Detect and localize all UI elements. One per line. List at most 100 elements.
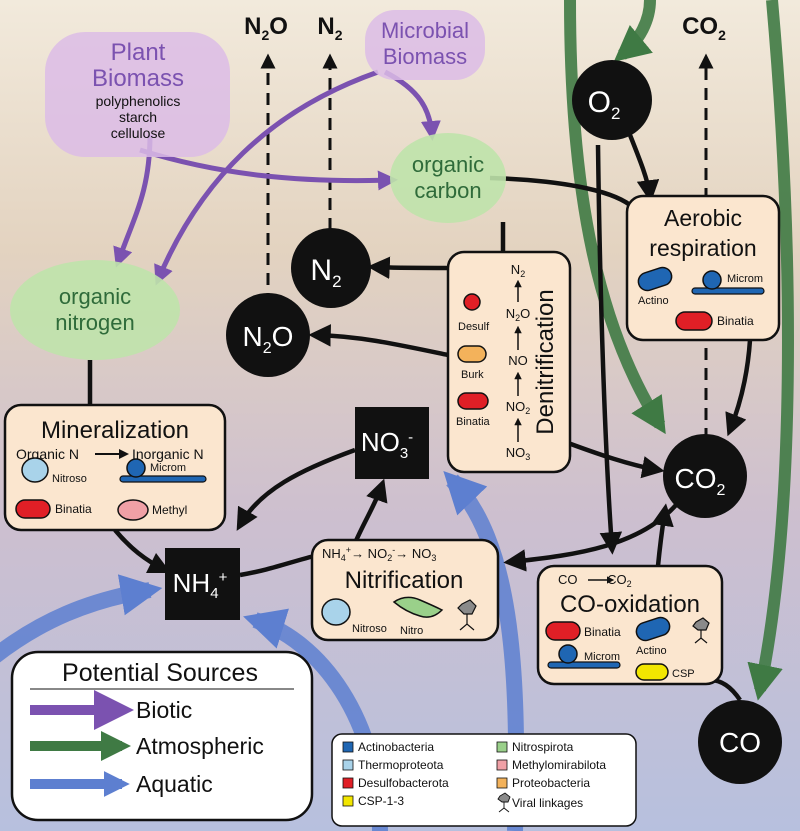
atmospheric-flow-co2 — [564, 0, 666, 435]
svg-text:CO: CO — [719, 727, 761, 758]
co2-top-label: CO2 — [682, 13, 726, 43]
nitr-taxon-nitro: Nitro — [400, 625, 423, 637]
legend-swatch-actinobacteria — [342, 741, 354, 753]
source-biotic: Biotic — [136, 697, 192, 723]
nitrification-reaction: NH4+→ NO2-→ NO3 — [322, 545, 436, 563]
denitrification-to-co2-arrow — [559, 437, 665, 479]
top-labels: N2O N2 CO2 — [244, 13, 726, 43]
desulf-icon — [463, 293, 481, 311]
legend-desulfobacterota: Desulfobacterota — [358, 776, 449, 790]
nitroso-icon — [21, 457, 49, 483]
atmospheric-flow-o2 — [613, 0, 656, 62]
legend-proteobacteria: Proteobacteria — [512, 776, 590, 790]
mineralization-box: Mineralization Organic N Inorganic N Nit… — [3, 403, 227, 532]
legend-nitrospirota: Nitrospirota — [512, 740, 574, 754]
organic-carbon-label: organic — [412, 152, 484, 177]
co2-to-nitrification-arrow — [503, 503, 678, 572]
nitrification-box: NH4+→ NO2-→ NO3 Nitrification Nitroso Ni… — [310, 538, 500, 642]
csp-icon — [635, 663, 669, 681]
plant-to-carbon-arrow — [139, 147, 398, 191]
chain-n2o: N2O — [506, 306, 531, 323]
co-taxon-csp: CSP — [672, 668, 695, 680]
co-node: CO — [698, 700, 782, 784]
microm-icon-base-min — [119, 475, 207, 483]
plant-item-polyphenolics: polyphenolics — [96, 93, 181, 109]
svg-text:NO3-: NO3- — [361, 427, 413, 462]
denit-taxon-desulf: Desulf — [458, 321, 490, 333]
denitrification-box: Denitrification Desulf Burk Binatia N2 N… — [446, 250, 572, 474]
potential-sources-title: Potential Sources — [62, 659, 258, 687]
carbon-to-aerobic-line — [489, 175, 632, 207]
min-taxon-nitroso: Nitroso — [52, 473, 87, 485]
plant-biomass-blob — [45, 32, 230, 157]
viral-linkage-icon-co — [692, 617, 710, 644]
binatia-icon-min — [15, 499, 51, 519]
o2-to-aerobic-arrow — [627, 134, 660, 203]
denitrification-to-n2-arrow — [367, 256, 449, 279]
co2-node: CO2 — [663, 434, 747, 518]
aerobic-taxon-binatia: Binatia — [717, 314, 754, 328]
legend-viral-icon — [497, 792, 511, 813]
svg-text:N2: N2 — [310, 254, 341, 291]
microm-icon-min — [126, 458, 146, 478]
atmospheric-flow-co — [747, 0, 794, 701]
legend-swatch-thermoproteota — [342, 759, 354, 771]
legend-swatch-methylomirabilota — [496, 759, 508, 771]
no3-node: NO3- — [355, 407, 429, 479]
organic-carbon-pool: organic carbon — [390, 133, 506, 223]
mineralization-title: Mineralization — [41, 417, 189, 444]
microm-icon — [702, 270, 722, 290]
min-taxon-binatia: Binatia — [55, 502, 92, 516]
actino-icon — [637, 266, 673, 292]
nitrification-to-no3-arrow — [352, 478, 388, 544]
aerobic-title-2: respiration — [649, 235, 756, 261]
methyl-icon — [117, 499, 149, 521]
mineralization-to-nh4-arrow — [113, 528, 172, 574]
legend-swatch-desulfobacterota — [342, 777, 354, 789]
organic-nitrogen-blob — [10, 260, 180, 360]
nitroso-icon-nitr — [321, 598, 351, 626]
aerobic-to-co2-arrow — [725, 339, 753, 437]
n2-top-label: N2 — [317, 13, 342, 43]
source-atmospheric: Atmospheric — [136, 733, 264, 759]
legend-swatch-proteobacteria — [496, 777, 508, 789]
nitrification-title: Nitrification — [345, 567, 464, 594]
o2-node: O2 — [572, 60, 652, 140]
denitrification-title: Denitrification — [532, 289, 559, 434]
co-taxon-binatia: Binatia — [584, 625, 621, 639]
mineralization-from: Organic N — [16, 446, 79, 462]
denit-taxon-burk: Burk — [461, 369, 484, 381]
microbial-biomass-title-2: Biomass — [383, 44, 467, 69]
min-taxon-methyl: Methyl — [152, 503, 187, 517]
chain-no3: NO3 — [506, 445, 531, 462]
microbial-to-carbon-arrow — [383, 69, 441, 141]
n2-node: N2 — [291, 228, 371, 308]
aerobic-title: Aerobic — [664, 205, 742, 231]
min-taxon-microm: Microm — [150, 462, 186, 474]
plant-biomass-title: Plant — [111, 39, 166, 66]
aerobic-respiration-box: Aerobic respiration Actino Microm Binati… — [625, 194, 781, 342]
organic-nitrogen-pool: organic nitrogen — [10, 260, 180, 360]
legend-methylomirabilota: Methylomirabilota — [512, 758, 606, 772]
nitr-taxon-nitroso: Nitroso — [352, 623, 387, 635]
organic-nitrogen-label-2: nitrogen — [55, 310, 135, 335]
nitrospira-icon — [392, 596, 444, 618]
microbial-biomass-title: Microbial — [381, 18, 469, 43]
co-oxidation-title: CO-oxidation — [560, 591, 700, 618]
organic-carbon-blob — [390, 133, 506, 223]
co-taxon-actino: Actino — [636, 645, 667, 657]
organic-nitrogen-label: organic — [59, 284, 131, 309]
microm-icon-co — [558, 644, 578, 664]
microbial-biomass: Microbial Biomass — [365, 10, 485, 80]
aquatic-flow-left — [0, 574, 163, 663]
taxa-legend: Actinobacteria Nitrospirota Thermoproteo… — [331, 733, 637, 827]
legend-viral-linkages: Viral linkages — [512, 796, 583, 810]
co-oxidation-to-co2-arrow — [651, 503, 674, 567]
organic-carbon-label-2: carbon — [414, 178, 481, 203]
viral-linkage-icon — [457, 599, 477, 631]
chain-no: NO — [508, 353, 528, 368]
chain-no2: NO2 — [506, 399, 531, 416]
microbial-biomass-blob — [365, 10, 485, 80]
